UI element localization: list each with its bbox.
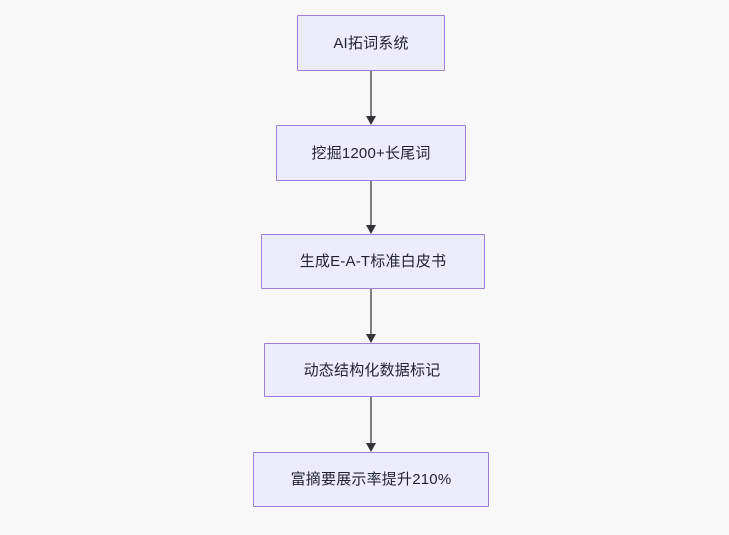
flow-node-label: 富摘要展示率提升210% bbox=[290, 471, 452, 488]
arrowhead-icon bbox=[366, 443, 376, 452]
flow-node-n5[interactable]: 富摘要展示率提升210% bbox=[253, 452, 489, 507]
flow-connector-n3-n4 bbox=[366, 289, 376, 343]
connector-line bbox=[370, 289, 372, 334]
flow-connector-n4-n5 bbox=[366, 397, 376, 452]
arrowhead-icon bbox=[366, 225, 376, 234]
flow-node-label: 生成E-A-T标准白皮书 bbox=[299, 253, 447, 270]
flow-connector-n1-n2 bbox=[366, 71, 376, 125]
flow-connector-n2-n3 bbox=[366, 181, 376, 234]
flow-node-label: 挖掘1200+长尾词 bbox=[311, 144, 431, 162]
flow-node-n1[interactable]: AI拓词系统 bbox=[297, 15, 445, 71]
flow-node-n4[interactable]: 动态结构化数据标记 bbox=[264, 343, 480, 397]
flow-node-label: 动态结构化数据标记 bbox=[303, 361, 441, 379]
connector-line bbox=[370, 397, 372, 443]
connector-line bbox=[370, 71, 372, 116]
flow-node-n3[interactable]: 生成E-A-T标准白皮书 bbox=[261, 234, 485, 289]
arrowhead-icon bbox=[366, 116, 376, 125]
connector-line bbox=[370, 181, 372, 225]
flow-node-label: AI拓词系统 bbox=[333, 34, 409, 52]
arrowhead-icon bbox=[366, 334, 376, 343]
flow-node-n2[interactable]: 挖掘1200+长尾词 bbox=[276, 125, 466, 181]
